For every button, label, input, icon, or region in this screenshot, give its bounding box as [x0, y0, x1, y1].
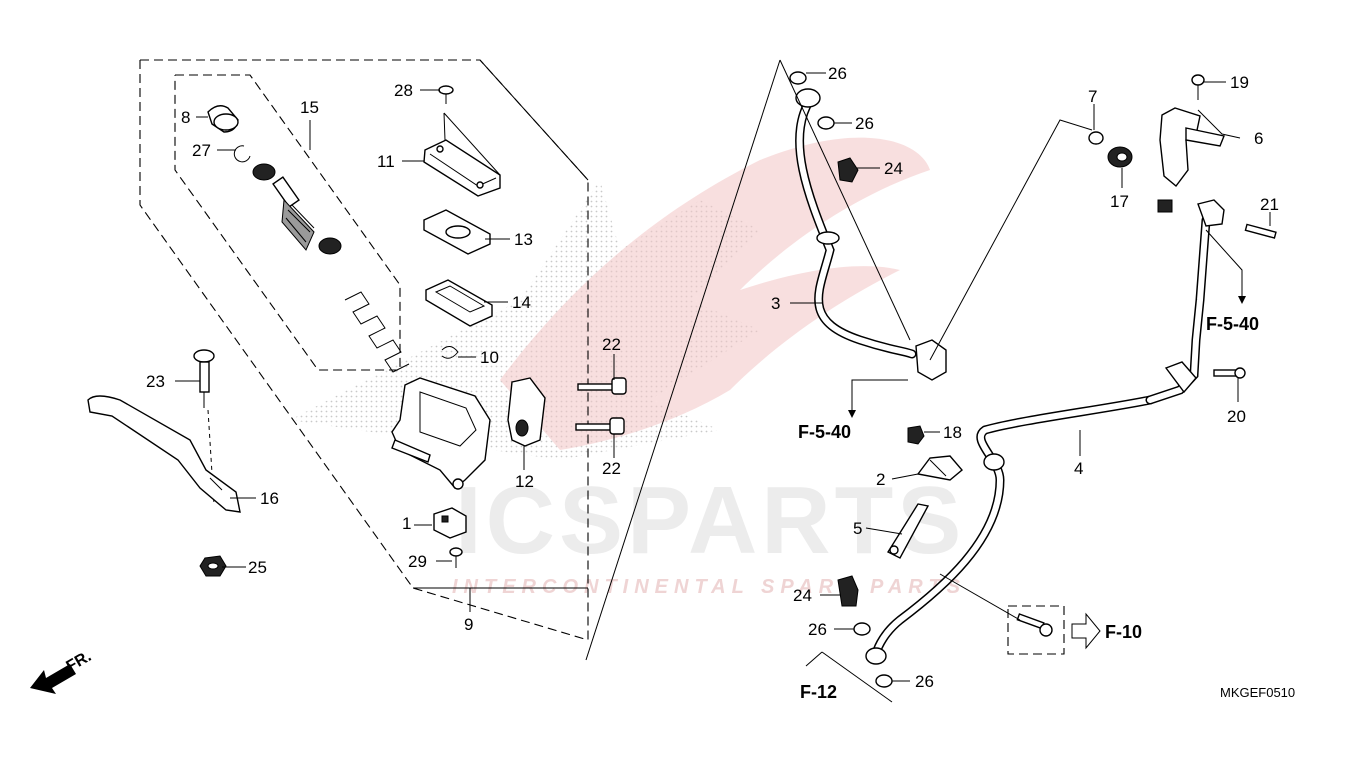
part-screw-29 [449, 547, 463, 568]
part-grommet-17 [1107, 146, 1133, 168]
part-bolt-21 [1244, 223, 1277, 239]
reference-arrow-icon [1071, 612, 1101, 650]
callout-6: 6 [1254, 129, 1263, 148]
part-bolts-22 [575, 377, 627, 435]
part-bolt-19 [1191, 74, 1205, 100]
callout-labels: 1 2 3 4 5 6 7 8 9 10 11 12 13 14 15 16 1… [146, 64, 1279, 691]
part-master-cylinder-body [391, 377, 491, 490]
callout-13: 13 [514, 230, 533, 249]
callout-29: 29 [408, 552, 427, 571]
callout-23: 23 [146, 372, 165, 391]
callout-22-top: 22 [602, 335, 621, 354]
callout-24-bottom: 24 [793, 586, 812, 605]
part-hose-4 [865, 199, 1225, 665]
part-washers-bottom [837, 575, 893, 688]
part-washers-top [789, 71, 859, 183]
part-collar-7 [1088, 131, 1104, 145]
callout-21: 21 [1260, 195, 1279, 214]
diagram-code: MKGEF0510 [1220, 685, 1295, 700]
callout-20: 20 [1227, 407, 1246, 426]
callout-26-b: 26 [855, 114, 874, 133]
part-piston-15 [252, 163, 342, 255]
part-diaphragm-14 [425, 279, 493, 327]
callout-2: 2 [876, 470, 885, 489]
part-clip-10 [441, 346, 459, 359]
callout-14: 14 [512, 293, 531, 312]
callout-26-a: 26 [828, 64, 847, 83]
callout-1: 1 [402, 514, 411, 533]
ref-f-12[interactable]: F-12 [800, 682, 837, 702]
ref-f-5-40-left[interactable]: F-5-40 [798, 422, 851, 442]
leader-lines [175, 59, 1271, 703]
part-pivot-bolt-23 [193, 349, 215, 506]
callout-9: 9 [464, 615, 473, 634]
callout-17: 17 [1110, 192, 1129, 211]
callout-27: 27 [192, 141, 211, 160]
part-circlip-27 [233, 145, 251, 163]
part-hose-3 [795, 88, 947, 381]
callout-5: 5 [853, 519, 862, 538]
callout-18: 18 [943, 423, 962, 442]
front-direction: FR. [30, 648, 94, 694]
part-bolt-20 [1213, 367, 1246, 379]
part-nut-25 [199, 555, 227, 577]
callout-26-d: 26 [915, 672, 934, 691]
callout-25: 25 [248, 558, 267, 577]
callout-15: 15 [300, 98, 319, 117]
callout-3: 3 [771, 294, 780, 313]
part-bracket-6 [1157, 107, 1225, 213]
part-piston-cup-8 [207, 105, 239, 133]
part-clamp-2 [916, 455, 963, 481]
part-cap-11 [423, 139, 501, 197]
part-holder-12 [507, 377, 546, 447]
part-spring [344, 291, 410, 373]
watermark-wing-red [500, 137, 930, 450]
part-bolt-18 [907, 425, 925, 445]
part-stay-5 [886, 503, 930, 559]
callout-22-bottom: 22 [602, 459, 621, 478]
part-plate-13 [423, 209, 491, 255]
watermark-tagline: INTERCONTINENTAL SPARE PARTS [452, 576, 966, 598]
callout-19: 19 [1230, 73, 1249, 92]
reference-labels: F-5-40 F-5-40 F-10 F-12 [798, 314, 1259, 702]
callout-26-c: 26 [808, 620, 827, 639]
callout-12: 12 [515, 472, 534, 491]
callout-24-top: 24 [884, 159, 903, 178]
assembly-outline-15 [174, 74, 401, 371]
callout-4: 4 [1074, 459, 1083, 478]
part-screw-28 [438, 85, 454, 104]
callout-16: 16 [260, 489, 279, 508]
part-bolt-f10 [1007, 605, 1065, 655]
callout-7: 7 [1088, 87, 1097, 106]
part-lever-16 [87, 395, 241, 513]
callout-28: 28 [394, 81, 413, 100]
callout-11: 11 [377, 152, 395, 171]
ref-f-10[interactable]: F-10 [1105, 622, 1142, 642]
callout-10: 10 [480, 348, 499, 367]
ref-f-5-40-right[interactable]: F-5-40 [1206, 314, 1259, 334]
watermark-brand: ICSPARTS [455, 467, 965, 574]
callout-8: 8 [181, 108, 190, 127]
front-direction-arrow-icon [30, 664, 76, 694]
part-switch-1 [433, 507, 467, 539]
